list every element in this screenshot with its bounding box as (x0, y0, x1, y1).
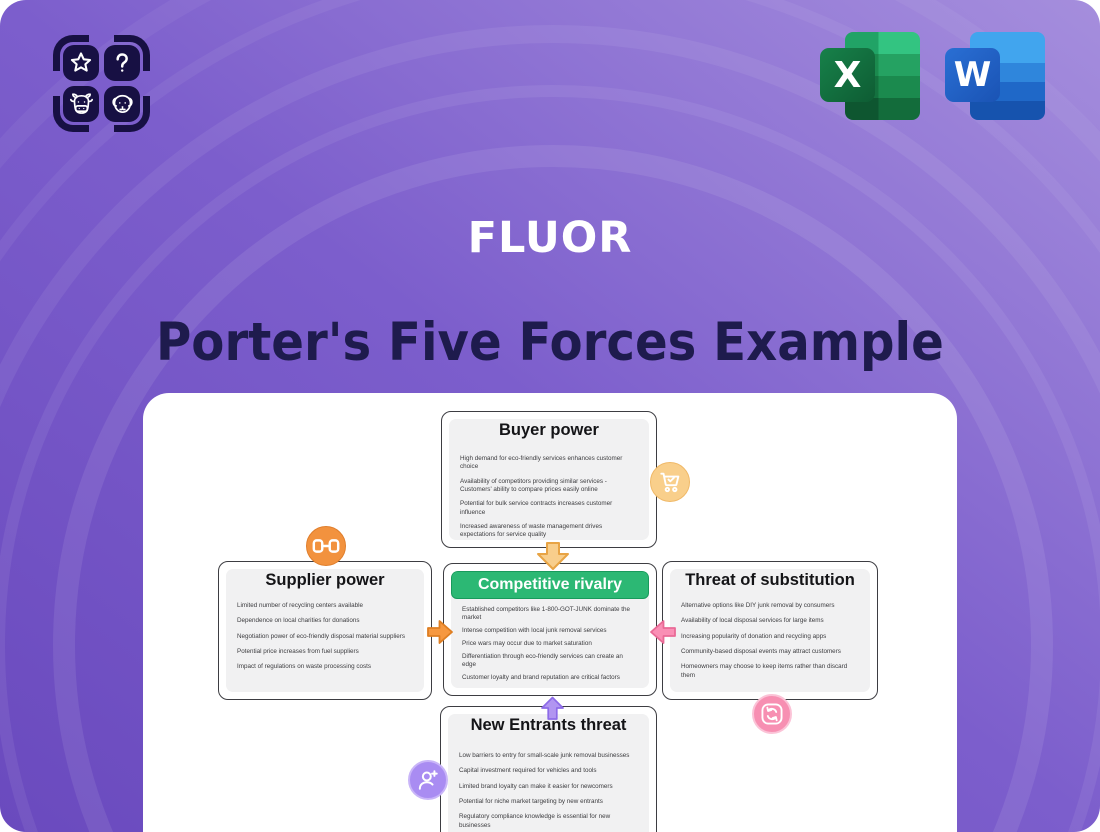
buyer-power-title: Buyer power (499, 421, 599, 439)
diagram-card: Buyer power High demand for eco-friendly… (143, 393, 957, 832)
list-item: Community-based disposal events may attr… (681, 648, 841, 656)
list-item: Established competitors like 1-800-GOT-J… (462, 606, 630, 622)
excel-icon[interactable]: X (820, 30, 922, 122)
list-item: Customer loyalty and brand reputation ar… (462, 674, 620, 682)
supplier-power-title: Supplier power (265, 571, 385, 589)
competitive-rivalry-panel: Competitive rivalry Established competit… (451, 571, 649, 688)
new-entrants-threat-items: Low barriers to entry for small-scale ju… (448, 735, 649, 830)
word-letter: W (945, 48, 1000, 102)
buyer-power-box: Buyer power High demand for eco-friendly… (441, 411, 657, 548)
list-item: Limited number of recycling centers avai… (237, 602, 363, 609)
list-item: Increasing popularity of donation and re… (681, 632, 827, 640)
list-item: Potential price increases from fuel supp… (237, 648, 359, 656)
list-item: Homeowners may choose to keep items rath… (681, 663, 848, 679)
list-item: Potential for bulk service contracts inc… (460, 500, 613, 516)
new-entrants-threat-box: New Entrants threat Low barriers to entr… (440, 706, 657, 832)
list-item: Dependence on local charities for donati… (237, 617, 360, 625)
list-item: Increased awareness of waste management … (460, 523, 603, 539)
arrow-right-icon (427, 620, 453, 644)
new-entrants-threat-title: New Entrants threat (470, 716, 627, 734)
question-mark-icon (104, 45, 140, 81)
star-icon (63, 45, 99, 81)
list-item: Potential for niche market targeting by … (459, 798, 603, 806)
arrow-up-icon (541, 696, 564, 720)
threat-of-substitution-title: Threat of substitution (685, 571, 855, 589)
threat-of-substitution-items: Alternative options like DIY junk remova… (670, 590, 870, 680)
list-item: Price wars may occur due to market satur… (462, 640, 592, 648)
threat-of-substitution-box: Threat of substitution Alternative optio… (662, 561, 878, 700)
word-icon[interactable]: W (945, 30, 1047, 122)
list-item: Impact of regulations on waste processin… (237, 663, 372, 671)
list-item: Low barriers to entry for small-scale ju… (459, 752, 630, 759)
dog-icon (104, 86, 140, 122)
list-item: Capital investment required for vehicles… (459, 767, 597, 775)
person-add-icon (408, 760, 448, 800)
supplier-power-box: Supplier power Limited number of recycli… (218, 561, 432, 700)
logo-bracket (114, 35, 150, 71)
logo-bracket (53, 96, 89, 132)
list-item: Availability of local disposal services … (681, 617, 824, 625)
dumbbell-icon (306, 526, 346, 566)
list-item: Limited brand loyalty can make it easier… (459, 782, 613, 790)
buyer-power-items: High demand for eco-friendly services en… (449, 440, 649, 540)
list-item: High demand for eco-friendly services en… (460, 455, 623, 471)
new-entrants-threat-panel: New Entrants threat Low barriers to entr… (448, 714, 649, 832)
competitive-rivalry-header: Competitive rivalry (451, 571, 649, 599)
threat-of-substitution-panel: Threat of substitution Alternative optio… (670, 569, 870, 692)
list-item: Regulatory compliance knowledge is essen… (459, 813, 611, 829)
logo-bracket (53, 35, 89, 71)
cow-icon (63, 86, 99, 122)
arrow-down-icon (537, 542, 569, 570)
supplier-power-items: Limited number of recycling centers avai… (226, 590, 424, 672)
excel-letter: X (820, 48, 875, 102)
buyer-power-panel: Buyer power High demand for eco-friendly… (449, 419, 649, 540)
page-title: Porter's Five Forces Example (156, 312, 944, 373)
list-item: Availability of competitors providing si… (460, 477, 607, 493)
competitive-rivalry-box: Competitive rivalry Established competit… (443, 563, 657, 696)
list-item: Alternative options like DIY junk remova… (681, 602, 835, 609)
sync-icon (752, 694, 792, 734)
list-item: Differentiation through eco-friendly ser… (462, 653, 623, 669)
logo-bracket (114, 96, 150, 132)
list-item: Negotiation power of eco-friendly dispos… (237, 632, 406, 640)
arrow-left-icon (650, 620, 676, 644)
brand-logo[interactable] (53, 35, 150, 132)
list-item: Intense competition with local junk remo… (462, 627, 607, 635)
shopping-cart-icon (650, 462, 690, 502)
competitive-rivalry-items: Established competitors like 1-800-GOT-J… (451, 571, 649, 682)
app-title: FLUOR (467, 213, 633, 263)
supplier-power-panel: Supplier power Limited number of recycli… (226, 569, 424, 692)
